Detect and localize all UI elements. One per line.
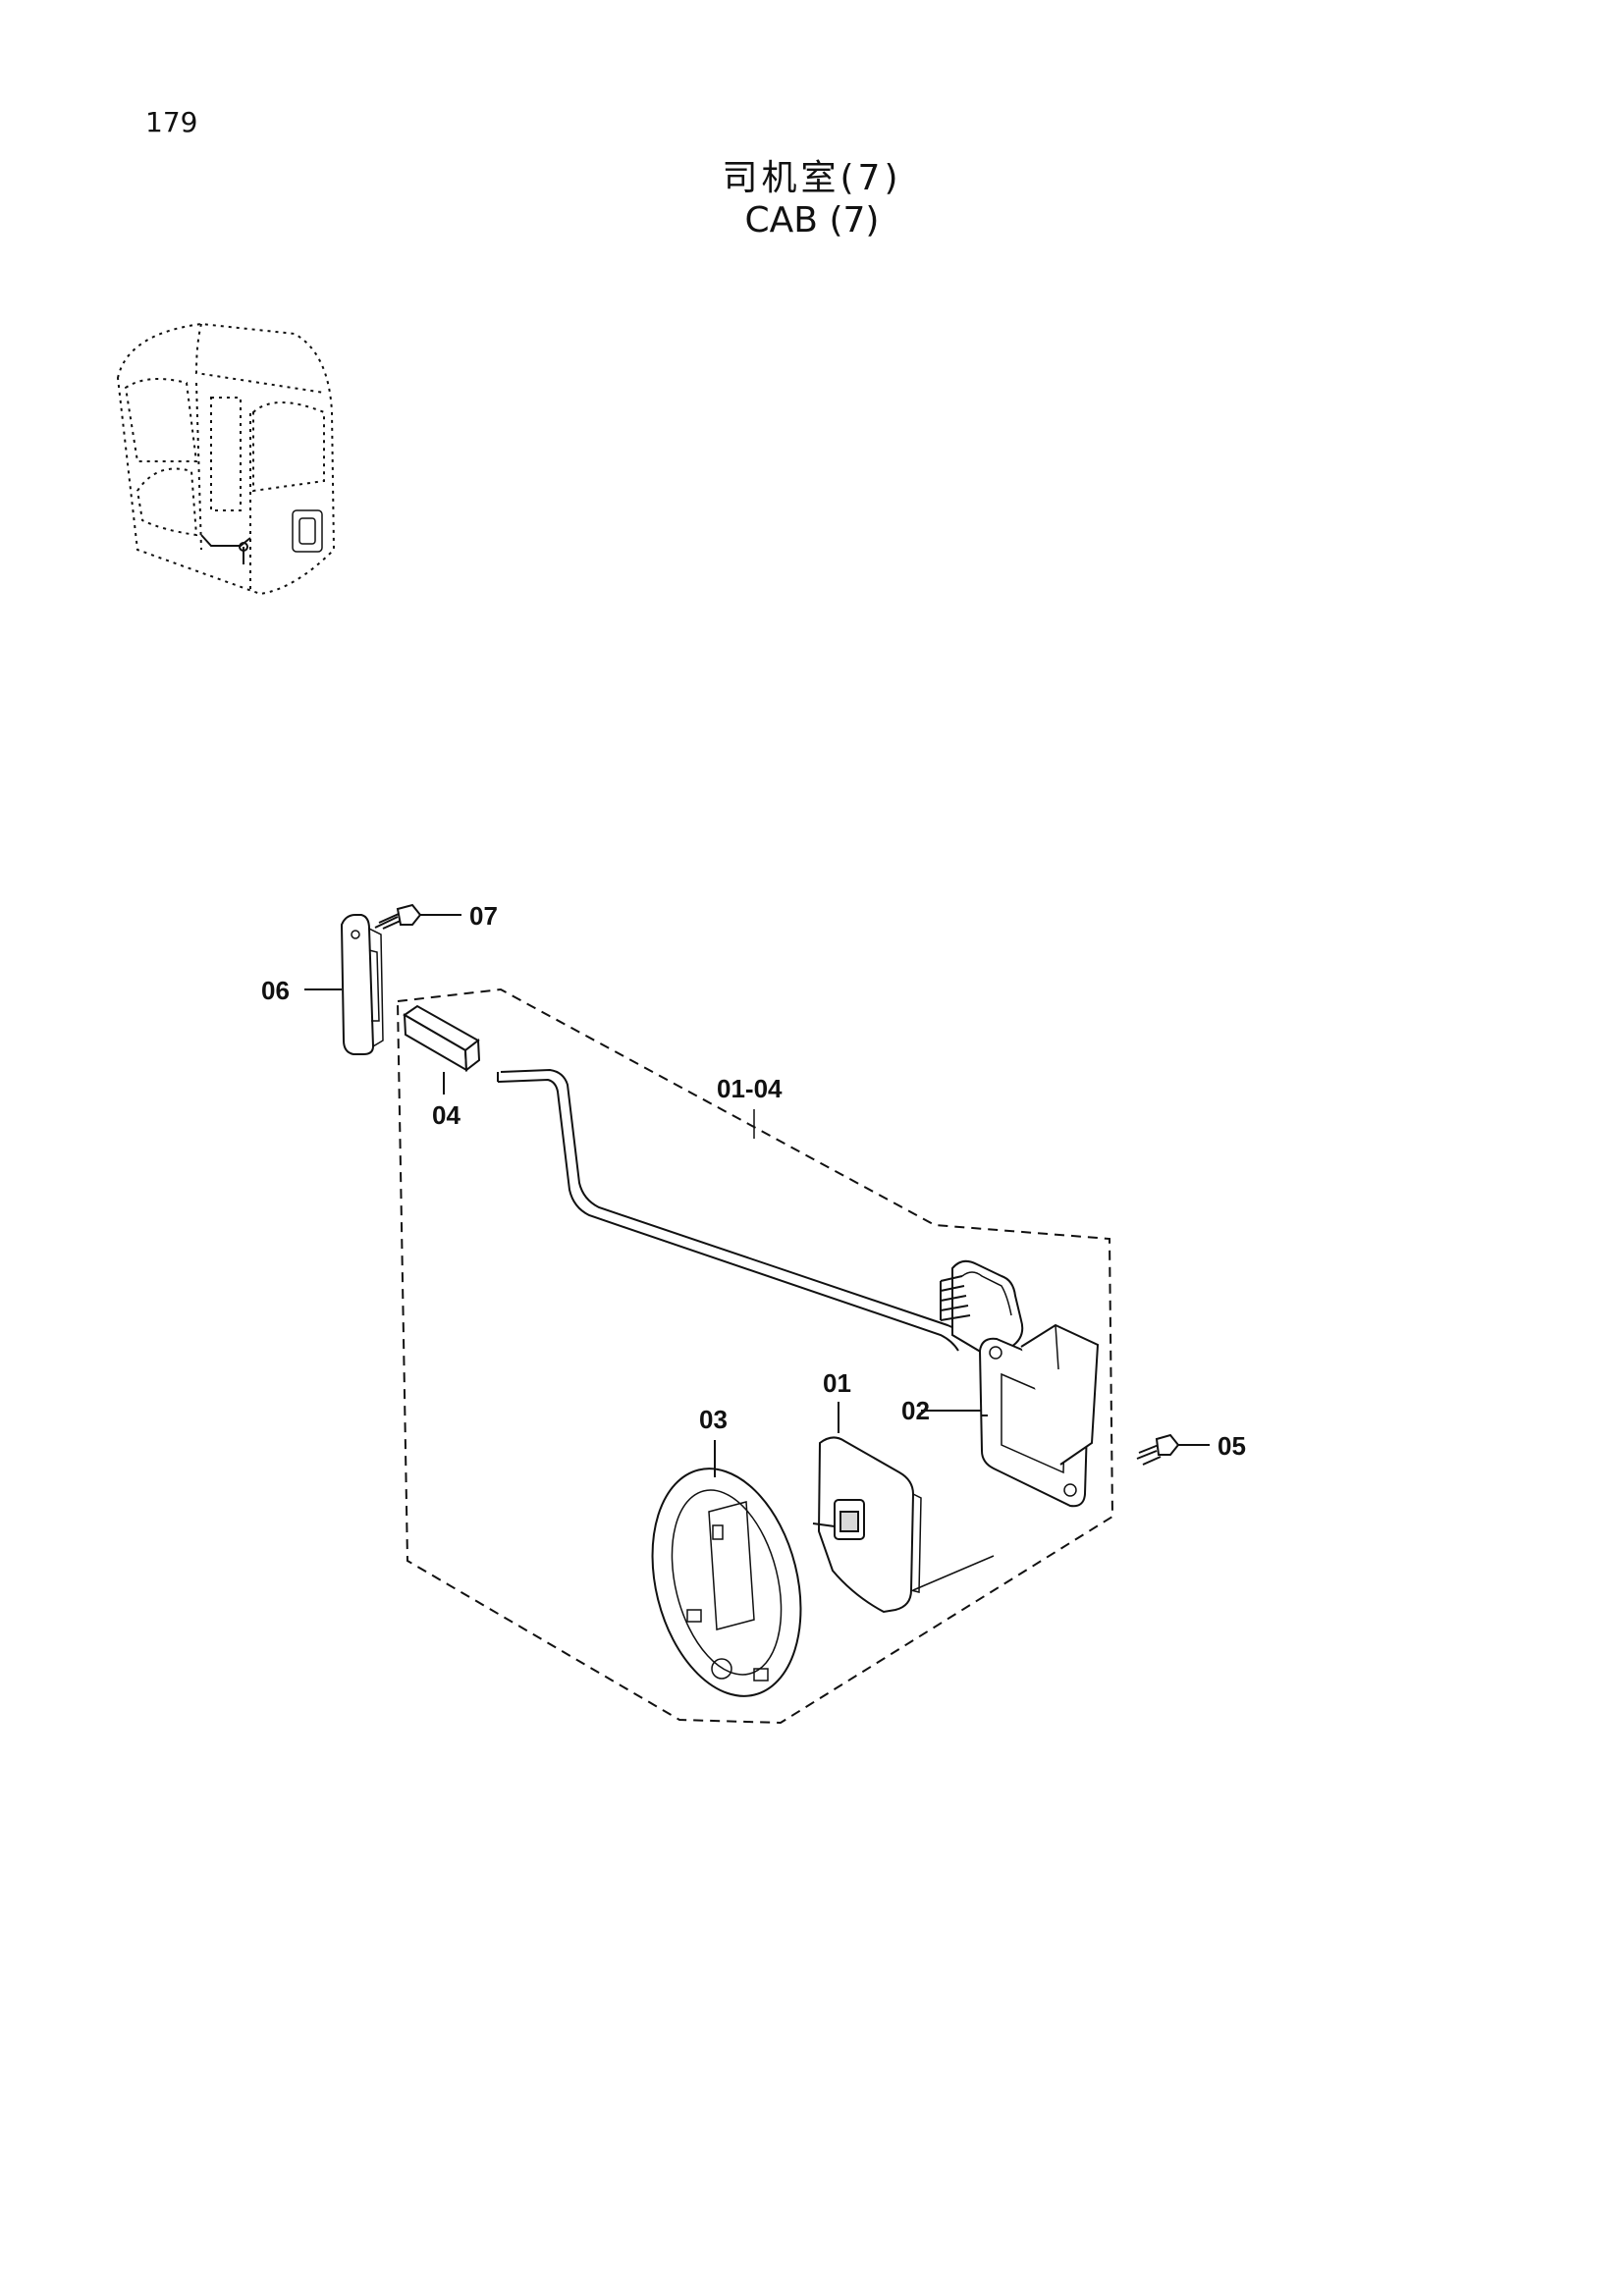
callout-05: 05 bbox=[1218, 1431, 1246, 1461]
part-03-seal bbox=[651, 1440, 802, 1697]
part-06-bracket bbox=[340, 914, 384, 1055]
callout-07: 07 bbox=[469, 901, 498, 931]
part-05-bolt bbox=[1136, 1433, 1210, 1466]
callout-03: 03 bbox=[699, 1405, 728, 1434]
assembly-boundary-01-04 bbox=[396, 988, 1114, 1725]
page-number: 179 bbox=[145, 106, 198, 138]
callout-02: 02 bbox=[901, 1396, 930, 1425]
page-title-chinese: 司机室(7) bbox=[722, 158, 902, 198]
callout-01: 01 bbox=[823, 1368, 851, 1398]
callout-06: 06 bbox=[261, 976, 290, 1005]
part-07-bolt bbox=[374, 903, 461, 930]
part-02-lock-box bbox=[940, 1259, 1100, 1508]
page-title-english: CAB (7) bbox=[744, 200, 880, 240]
part-rod bbox=[497, 1068, 971, 1352]
part-04-sleeve bbox=[403, 1004, 481, 1095]
cab-overview-illustration bbox=[116, 322, 336, 596]
part-01-lock-plate bbox=[812, 1402, 995, 1614]
callout-01-04: 01-04 bbox=[717, 1074, 783, 1103]
callout-04: 04 bbox=[432, 1100, 460, 1130]
